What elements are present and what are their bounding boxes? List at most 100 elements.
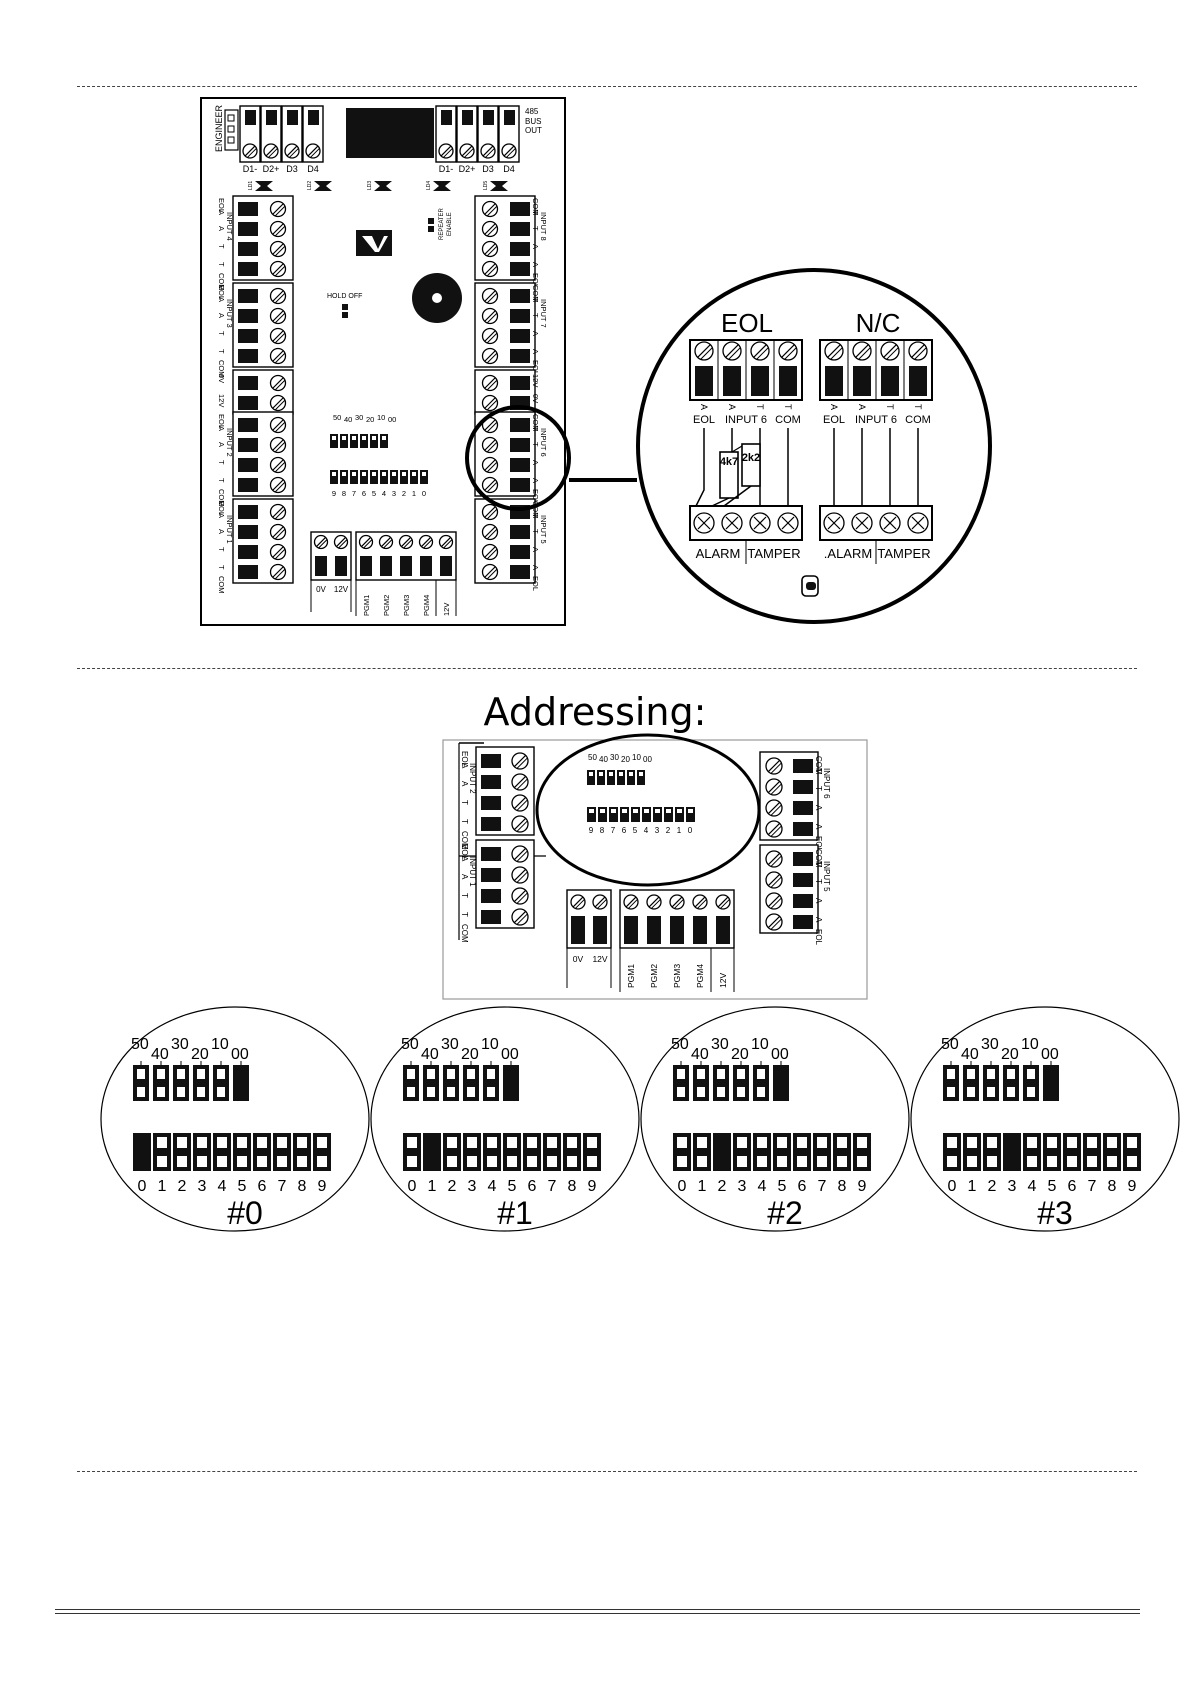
units-label: 4 <box>758 1178 767 1195</box>
units-label: 5 <box>1048 1178 1057 1195</box>
pgm-terminal-label: PGM4 <box>695 964 705 988</box>
terminal-letter: T <box>531 513 540 518</box>
terminal-letter: A <box>829 404 839 410</box>
pgm-terminal-label: PGM3 <box>672 964 682 988</box>
units-label: 0 <box>948 1178 957 1195</box>
input-label: INPUT 6 <box>539 428 548 457</box>
eol-device-block: ALARM TAMPER <box>689 505 803 564</box>
terminal-letter: COM <box>217 273 226 291</box>
terminal-letter: COM <box>217 576 226 594</box>
example-label: #1 <box>497 1195 533 1231</box>
terminal-name-input: INPUT 6 <box>855 414 897 426</box>
dip-units-label: 9 <box>332 489 336 498</box>
terminal-letter: A <box>217 529 226 534</box>
nc-alarm-label: .ALARM <box>824 546 872 561</box>
units-label: 7 <box>1088 1178 1097 1195</box>
terminal-letter: EOL <box>531 273 540 288</box>
pcb-outline <box>200 97 566 626</box>
dip-units-label: 1 <box>677 826 682 835</box>
units-label: 1 <box>698 1178 707 1195</box>
detector-icon <box>801 575 819 597</box>
terminal-letter: A <box>531 547 540 552</box>
terminal-letter: COM <box>814 849 823 868</box>
tens-label: 00 <box>501 1046 519 1063</box>
terminal-letter: COM <box>531 198 540 216</box>
terminal-letter: T <box>814 768 823 773</box>
bus-out-terminal: D2+ <box>456 105 478 174</box>
terminal-letter: T <box>217 478 226 483</box>
power-terminal-block <box>566 889 612 949</box>
dip-tens-label: 00 <box>643 755 652 764</box>
bus-out-number: 485 <box>525 107 539 116</box>
units-label: 4 <box>488 1178 497 1195</box>
tens-label: 40 <box>421 1046 439 1063</box>
units-label: 8 <box>298 1178 307 1195</box>
terminal-letter: EOL <box>814 929 823 946</box>
zoom-circle <box>636 268 992 624</box>
power-label: 0V <box>217 374 226 383</box>
power-terminal-label: 12V <box>592 954 607 964</box>
tens-label: 20 <box>461 1046 479 1063</box>
lower-divider <box>77 1471 1137 1472</box>
terminal-letter: COM <box>531 501 540 519</box>
bus-out-terminal: D1- <box>435 105 457 174</box>
terminal-name-eol: EOL <box>693 414 715 426</box>
tens-label: 40 <box>961 1046 979 1063</box>
pgm-terminal-label: PGM3 <box>402 595 411 616</box>
terminal-letter: A <box>814 898 823 904</box>
terminal-letter: T <box>885 404 895 410</box>
terminal-block <box>474 282 536 368</box>
terminal-letter: A <box>699 404 709 410</box>
terminal-letter: T <box>460 893 469 898</box>
led-label: LD2 <box>307 181 313 190</box>
units-label: 0 <box>138 1178 147 1195</box>
terminal-block <box>759 844 819 934</box>
tens-label: 10 <box>751 1036 769 1053</box>
dip-units-label: 0 <box>688 826 693 835</box>
terminal-letter: T <box>814 861 823 866</box>
units-label: 2 <box>988 1178 997 1195</box>
repeater-jumper: REPEATER ENABLE <box>428 207 453 240</box>
status-led: LD4 <box>426 181 451 191</box>
tens-label: 30 <box>171 1036 189 1053</box>
terminal-letter: T <box>217 331 226 336</box>
units-label: 8 <box>838 1178 847 1195</box>
units-label: 5 <box>508 1178 517 1195</box>
bus-out-terminal: D3 <box>477 105 499 174</box>
tens-label: 10 <box>211 1036 229 1053</box>
power-label: 12V <box>217 394 226 407</box>
terminal-letter: EOL <box>531 489 540 504</box>
terminal-letter: A <box>217 313 226 318</box>
units-label: 1 <box>968 1178 977 1195</box>
units-label: 2 <box>448 1178 457 1195</box>
dip-units-label: 8 <box>600 826 605 835</box>
terminal-letter: A <box>814 805 823 811</box>
bus-out-terminal-label: D3 <box>482 164 494 174</box>
tens-dip-switch <box>403 1065 519 1101</box>
dip-units-label: 1 <box>412 489 416 498</box>
units-label: 0 <box>408 1178 417 1195</box>
led-label: LD5 <box>483 181 489 190</box>
units-label: 0 <box>678 1178 687 1195</box>
terminal-letter: EOL <box>531 576 540 591</box>
pgm-terminal-label: 12V <box>442 603 451 616</box>
terminal-letter: T <box>217 244 226 249</box>
dip-units-label: 7 <box>611 826 616 835</box>
terminal-letter: A <box>460 781 469 787</box>
terminal-letter: EOL <box>460 844 469 861</box>
tens-dip-switch <box>673 1065 789 1101</box>
terminal-letter: T <box>217 460 226 465</box>
eol-tamper-label: TAMPER <box>747 546 800 561</box>
dip-tens-label: 40 <box>599 755 608 764</box>
bus-in-terminal: D1- <box>239 105 261 174</box>
terminal-letter: EOL <box>814 836 823 853</box>
terminal-letter: A <box>814 824 823 830</box>
eol-alarm-label: ALARM <box>696 546 741 561</box>
units-label: 6 <box>258 1178 267 1195</box>
bus-in-terminal: D3 <box>281 105 303 174</box>
